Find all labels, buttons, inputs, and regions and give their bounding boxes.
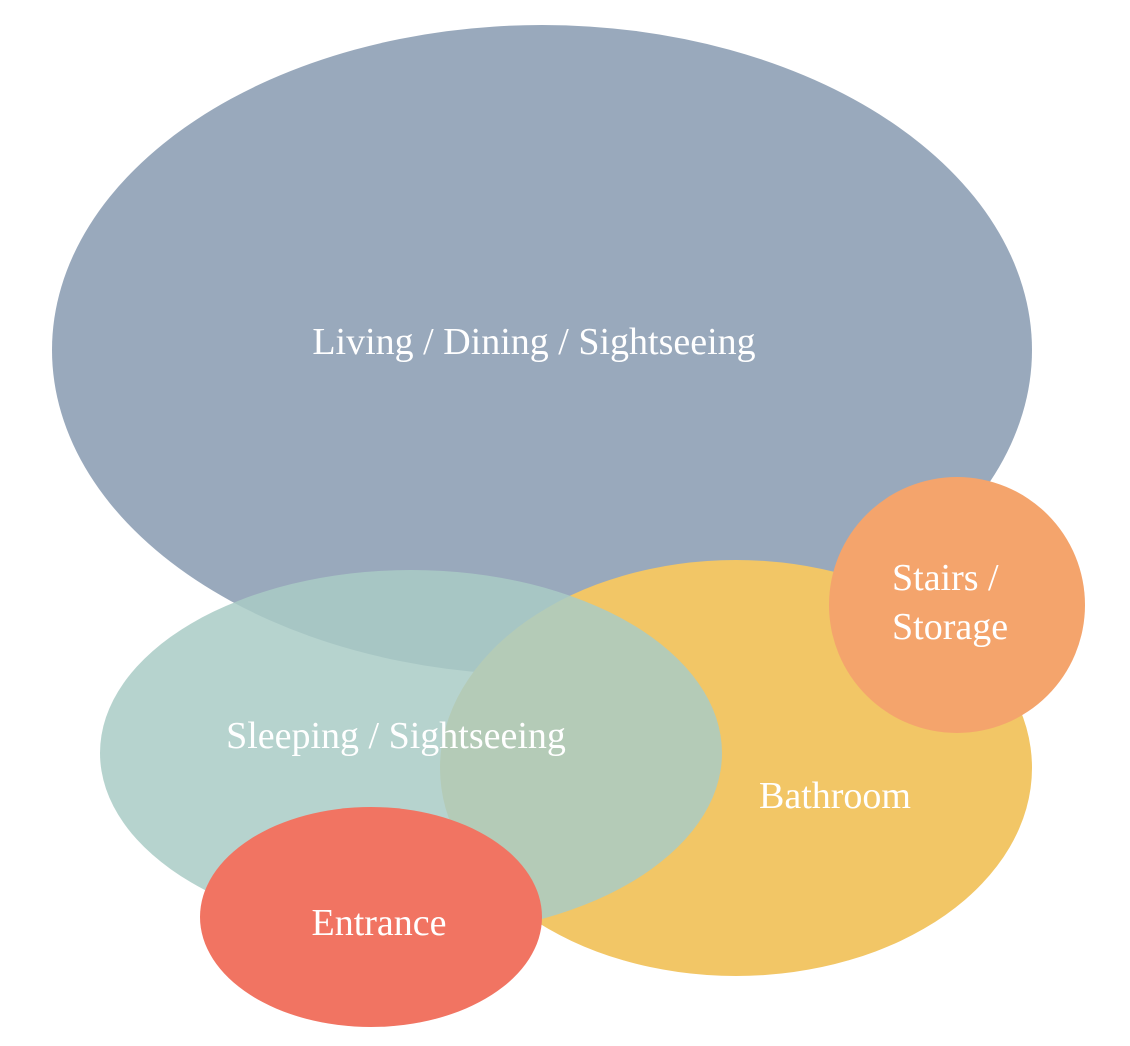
stairs-storage-zone (829, 477, 1085, 733)
stairs-storage-label-line-2: Storage (892, 606, 1008, 648)
living-dining-sightseeing-label: Living / Dining / Sightseeing (312, 321, 755, 363)
stairs-storage-label-line-1: Stairs / (892, 557, 999, 599)
bathroom-label: Bathroom (759, 775, 911, 817)
living-dining-sightseeing-zone (52, 25, 1032, 675)
sleeping-sightseeing-label: Sleeping / Sightseeing (226, 715, 566, 757)
entrance-label: Entrance (311, 902, 446, 944)
entrance-zone (200, 807, 542, 1027)
